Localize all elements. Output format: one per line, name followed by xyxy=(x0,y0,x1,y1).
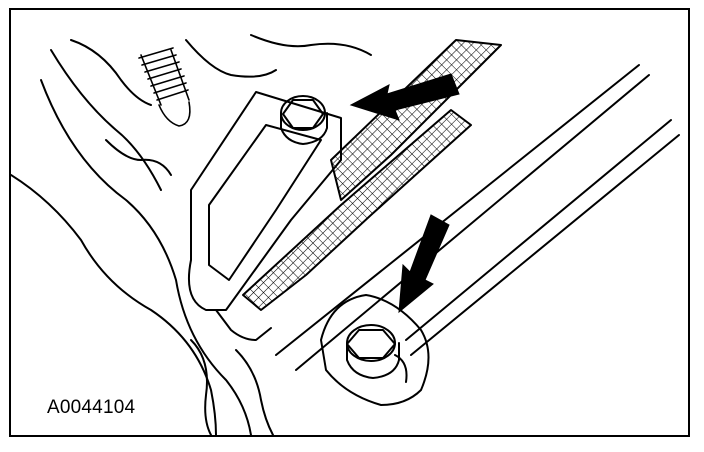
lower-flange xyxy=(320,294,430,406)
bolt-lower xyxy=(346,324,408,383)
exhaust-pipe-line-1 xyxy=(275,64,640,356)
engine-contour-left xyxy=(40,79,252,435)
heat-shield-middle xyxy=(242,109,472,311)
exhaust-pipe-line-2 xyxy=(295,74,650,371)
exhaust-pipe-line-4 xyxy=(410,134,680,356)
threaded-stud xyxy=(138,47,191,127)
engine-contour-left-7 xyxy=(105,139,172,176)
engine-contour-left-3 xyxy=(11,174,217,435)
engine-contour-lower-2 xyxy=(235,349,274,435)
figure-frame: A0044104 xyxy=(9,8,690,437)
heat-shield-upper xyxy=(330,39,502,201)
exhaust-pipe-line-3 xyxy=(405,119,672,341)
engine-contour-left-2 xyxy=(50,49,162,191)
arrow-pointer-lower xyxy=(398,214,450,314)
figure-id-label: A0044104 xyxy=(47,397,136,418)
arrow-pointer-upper xyxy=(349,73,460,121)
engine-contour-left-4 xyxy=(70,39,152,106)
mount-bracket-inner xyxy=(208,124,322,281)
engine-contour-left-5 xyxy=(185,39,277,78)
bolt-upper xyxy=(280,95,328,145)
engine-contour-left-6 xyxy=(250,34,372,56)
engine-illustration xyxy=(11,34,680,435)
engine-contour-lower xyxy=(190,339,212,435)
mount-bracket-base xyxy=(215,309,272,341)
